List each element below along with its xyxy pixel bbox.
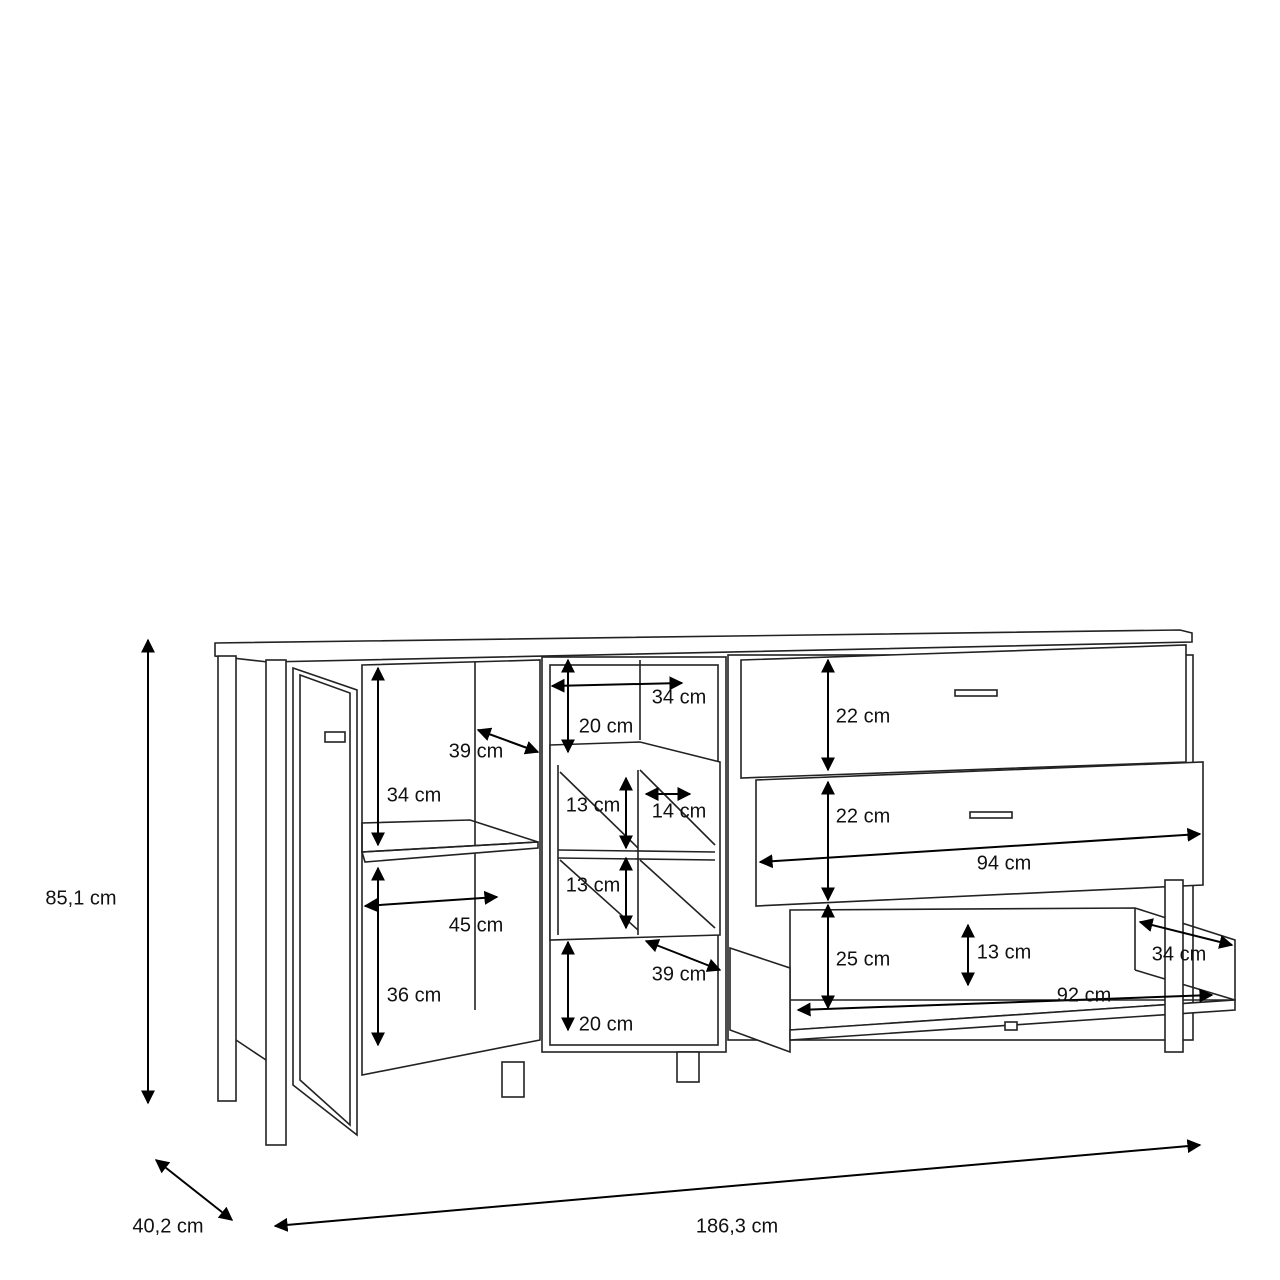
drawer3-height-label: 25 cm [835, 948, 891, 971]
middle-bottom-height-label: 20 cm [578, 1013, 634, 1036]
left-inner-width-label: 45 cm [448, 914, 504, 937]
drawer-inner-width-label: 92 cm [1056, 984, 1112, 1007]
middle-bottom-depth-label: 39 cm [651, 963, 707, 986]
drawer2-height-label: 22 cm [835, 805, 891, 828]
overall-height-label: 85,1 cm [45, 887, 117, 910]
middle-top-width-label: 34 cm [651, 686, 707, 709]
left-lower-height-label: 36 cm [386, 984, 442, 1007]
sideboard-body [214, 629, 1236, 1146]
drawer1-height-label: 22 cm [835, 705, 891, 728]
overall-width-label: 186,3 cm [695, 1215, 779, 1238]
drawer-inner-depth-label: 34 cm [1151, 943, 1207, 966]
dimension-arrows [141, 638, 1234, 1232]
middle-cell-width-label: 14 cm [651, 800, 707, 823]
drawer-inner-height-label: 13 cm [976, 941, 1032, 964]
drawer-width-label: 94 cm [976, 852, 1032, 875]
middle-cell-height-2-label: 13 cm [565, 874, 621, 897]
left-upper-height-label: 34 cm [386, 784, 442, 807]
left-shelf-depth-label: 39 cm [448, 740, 504, 763]
overall-depth-label: 40,2 cm [132, 1215, 204, 1238]
middle-top-height-label: 20 cm [578, 715, 634, 738]
middle-cell-height-1-label: 13 cm [565, 794, 621, 817]
